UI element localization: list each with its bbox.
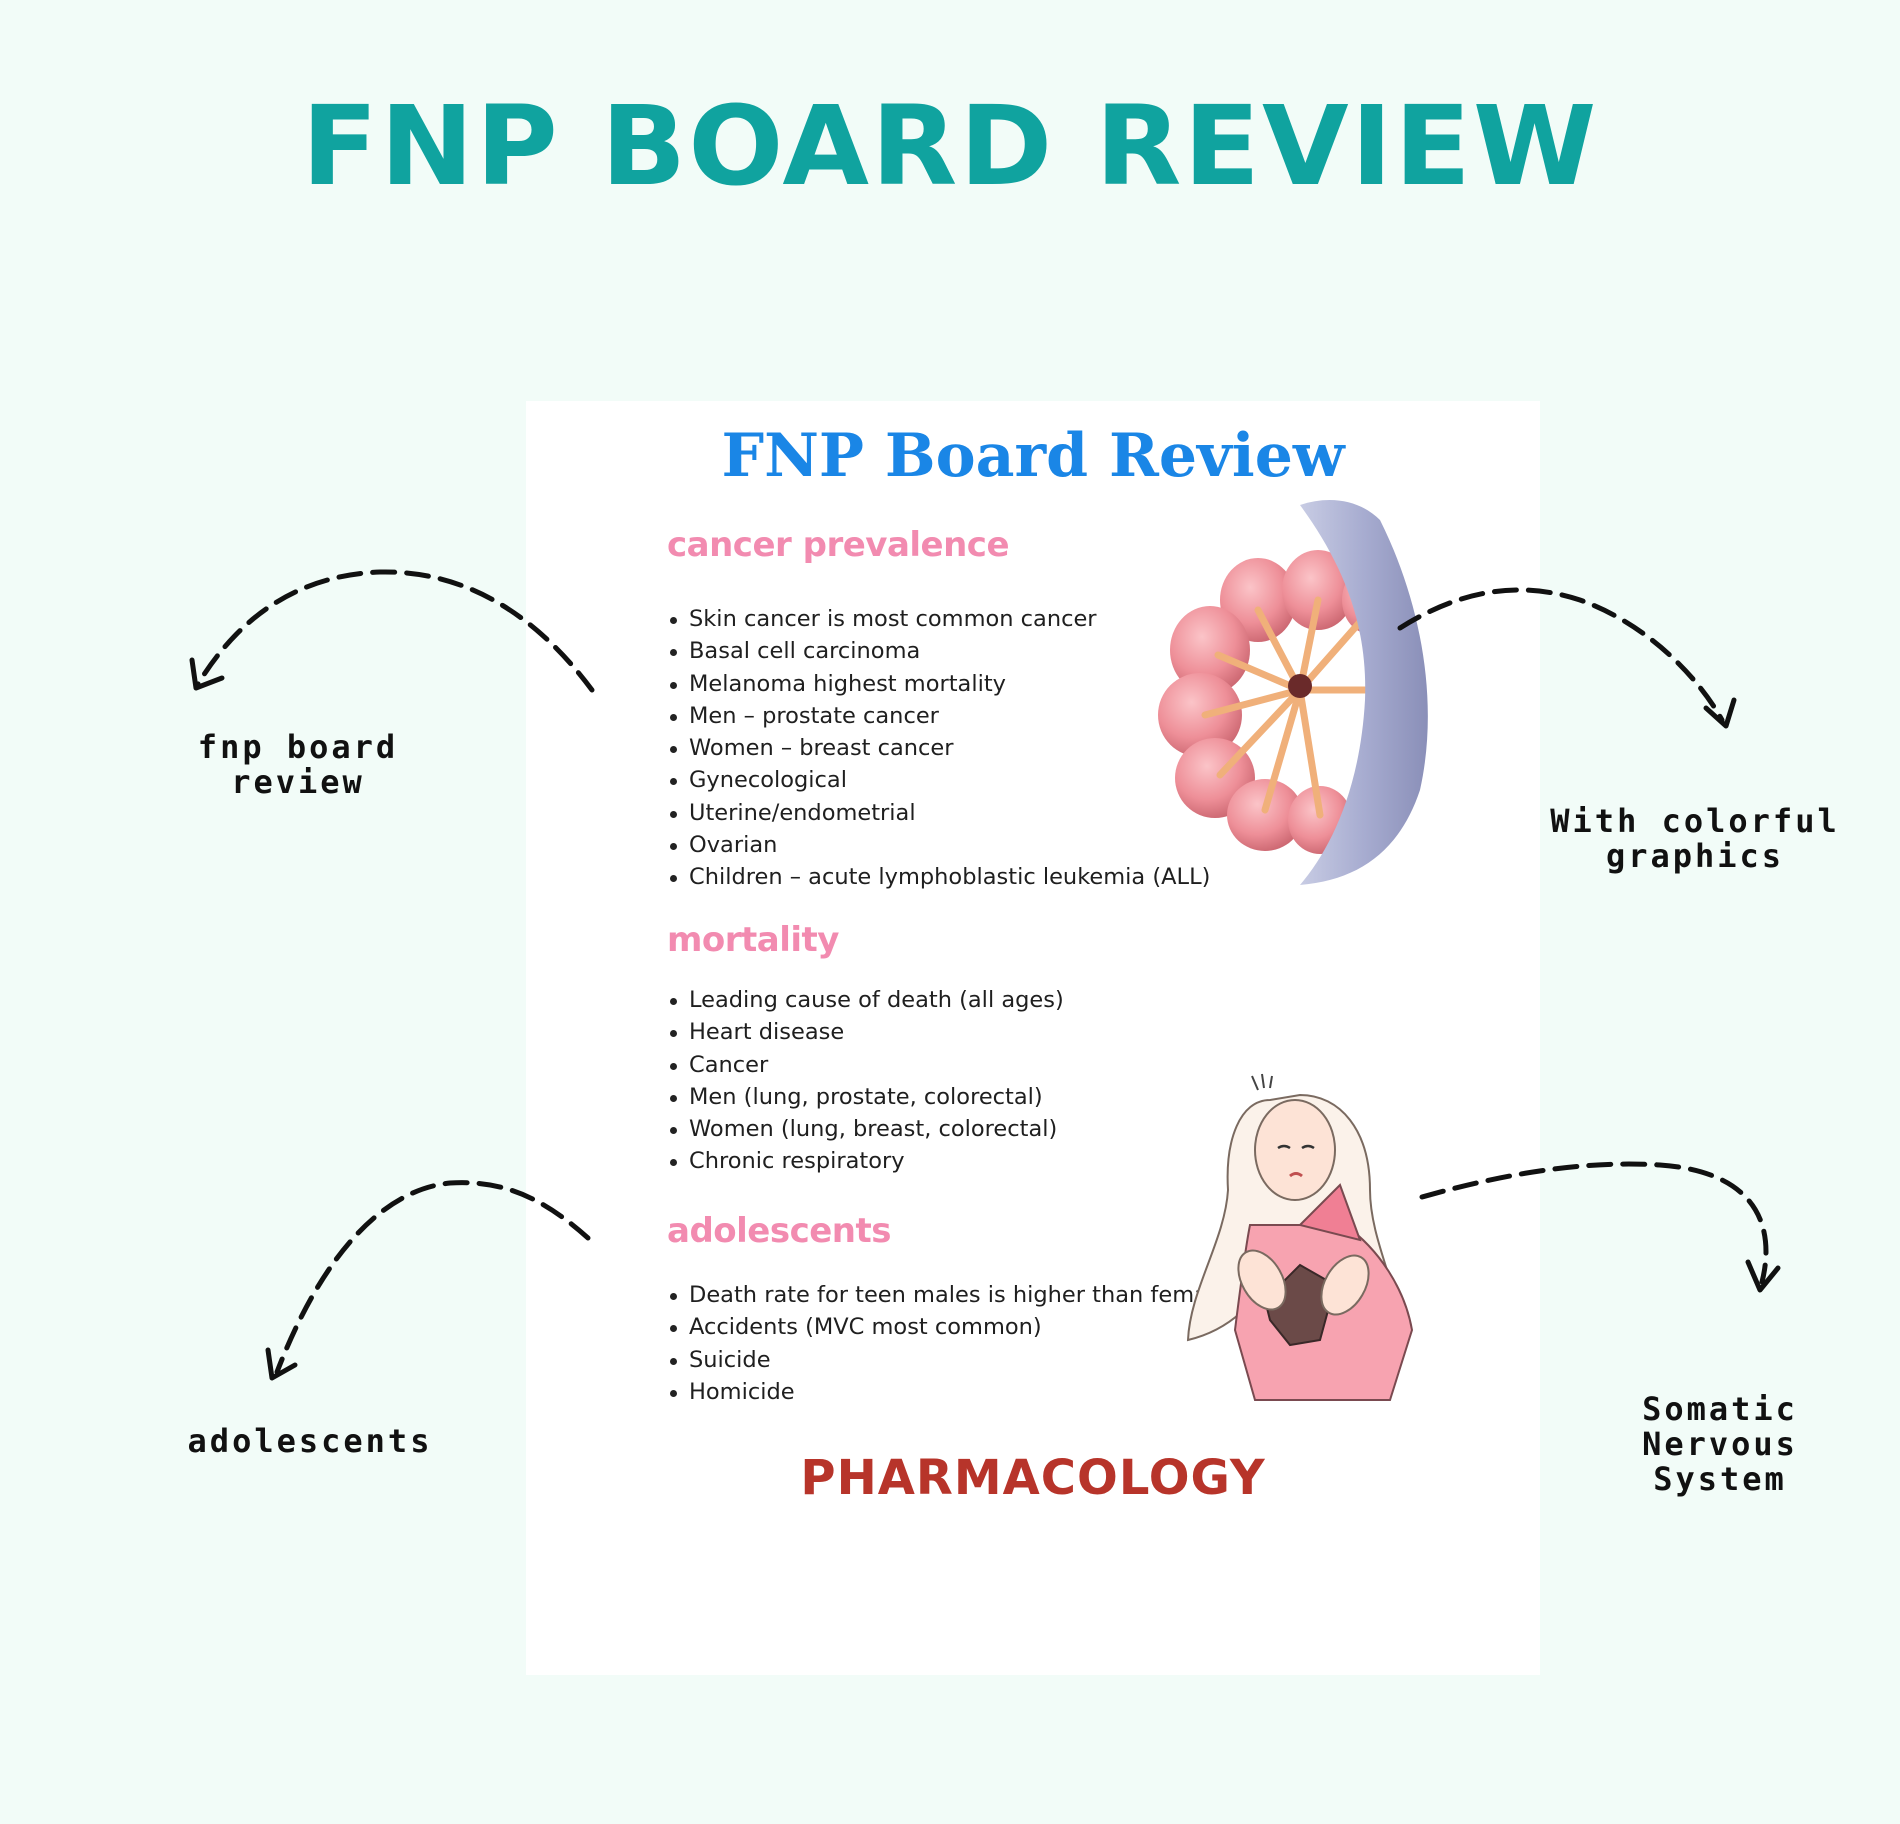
breast-tissue-shell [1300, 500, 1428, 885]
list-item: Accidents (MVC most common) [667, 1311, 1240, 1343]
sheet-title: FNP Board Review [721, 421, 1345, 491]
callout-colorful-graphics: With colorful graphics [1550, 802, 1840, 875]
list-item: Ovarian [667, 829, 1210, 861]
list-item: Suicide [667, 1344, 1240, 1376]
list-item: Men (lung, prostate, colorectal) [667, 1081, 1064, 1113]
list-item: Children – acute lymphoblastic leukemia … [667, 861, 1210, 893]
tumor-mass [1288, 674, 1312, 698]
list-item: Women (lung, breast, colorectal) [667, 1113, 1064, 1145]
distressed-woman-illustration [1186, 1073, 1414, 1401]
list-item: Chronic respiratory [667, 1145, 1064, 1177]
list-item: Women – breast cancer [667, 732, 1210, 764]
mortality-list: Leading cause of death (all ages) Heart … [667, 984, 1064, 1178]
section-heading-mortality: mortality [667, 920, 839, 960]
pharmacology-heading: PHARMACOLOGY [800, 1450, 1266, 1506]
list-item: Cancer [667, 1049, 1064, 1081]
callout-fnp-board-review: fnp board review [197, 728, 399, 801]
dashed-arrow-icon [274, 1180, 591, 1375]
section-heading-cancer-prevalence: cancer prevalence [667, 525, 1010, 565]
list-item: Uterine/endometrial [667, 797, 1210, 829]
list-item: Skin cancer is most common cancer [667, 603, 1210, 635]
cancer-prevalence-list: Skin cancer is most common cancer Basal … [667, 603, 1210, 894]
dashed-arrow-icon [1397, 587, 1725, 723]
list-item: Gynecological [667, 764, 1210, 796]
section-heading-adolescents: adolescents [667, 1211, 892, 1251]
list-item: Basal cell carcinoma [667, 635, 1210, 667]
list-item: Death rate for teen males is higher than… [667, 1279, 1240, 1311]
list-item: Homicide [667, 1376, 1240, 1408]
dashed-arrow-icon [195, 569, 595, 693]
callout-somatic-nervous-system: Somatic Nervous System [1642, 1390, 1798, 1498]
breast-anatomy-illustration [1158, 500, 1428, 885]
callout-adolescents: adolescents [187, 1422, 433, 1460]
face [1254, 1099, 1336, 1201]
list-item: Melanoma highest mortality [667, 668, 1210, 700]
page-title: FNP BOARD REVIEW [301, 83, 1599, 211]
list-item: Heart disease [667, 1016, 1064, 1048]
list-item: Leading cause of death (all ages) [667, 984, 1064, 1016]
adolescents-list: Death rate for teen males is higher than… [667, 1279, 1240, 1408]
list-item: Men – prostate cancer [667, 700, 1210, 732]
dashed-arrow-icon [1419, 1161, 1769, 1285]
